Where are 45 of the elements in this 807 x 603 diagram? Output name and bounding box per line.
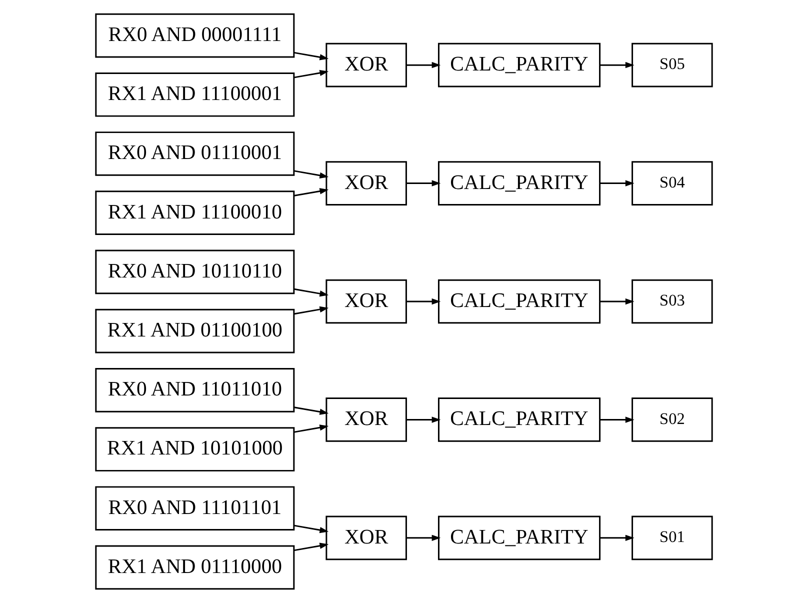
- node-box: S02: [631, 398, 712, 442]
- node-box: CALC_PARITY: [437, 161, 600, 206]
- arrow: [294, 542, 328, 552]
- node-box: XOR: [325, 516, 406, 560]
- arrow: [294, 188, 328, 196]
- node-box: RX0 AND 10110110: [94, 250, 294, 294]
- node-box: S04: [631, 161, 712, 206]
- arrow: [294, 288, 328, 297]
- node-box: RX1 AND 11100001: [94, 72, 294, 117]
- arrow: [294, 70, 328, 78]
- node-box: CALC_PARITY: [437, 516, 600, 560]
- arrow: [600, 62, 634, 68]
- arrow: [294, 524, 328, 534]
- node-box: RX1 AND 01100100: [94, 308, 294, 354]
- arrow: [294, 170, 328, 178]
- node-box: XOR: [325, 398, 406, 442]
- arrow: [406, 416, 440, 423]
- arrow: [600, 298, 634, 305]
- node-box: CALC_PARITY: [437, 279, 600, 324]
- arrow: [294, 406, 328, 415]
- arrow: [294, 52, 328, 60]
- node-box: RX1 AND 01110000: [94, 545, 294, 590]
- node-box: XOR: [325, 161, 406, 206]
- node-box: S01: [631, 516, 712, 560]
- arrow: [600, 416, 634, 423]
- arrow: [600, 180, 634, 186]
- arrow: [406, 62, 440, 68]
- node-box: RX0 AND 11101101: [94, 486, 294, 531]
- node-box: CALC_PARITY: [437, 398, 600, 442]
- node-box: RX0 AND 00001111: [94, 13, 294, 58]
- arrow: [294, 424, 328, 433]
- node-box: CALC_PARITY: [437, 42, 600, 88]
- arrow: [406, 298, 440, 305]
- node-box: RX1 AND 10101000: [94, 427, 294, 472]
- arrow: [600, 534, 634, 542]
- node-box: RX1 AND 11100010: [94, 190, 294, 235]
- arrow: [294, 306, 328, 315]
- arrow: [406, 180, 440, 186]
- arrow: [406, 534, 440, 542]
- node-box: S05: [631, 42, 712, 88]
- node-box: RX0 AND 11011010: [94, 368, 294, 412]
- node-box: RX0 AND 01110001: [94, 132, 294, 176]
- node-box: XOR: [325, 42, 406, 88]
- node-box: XOR: [325, 279, 406, 324]
- node-box: S03: [631, 279, 712, 324]
